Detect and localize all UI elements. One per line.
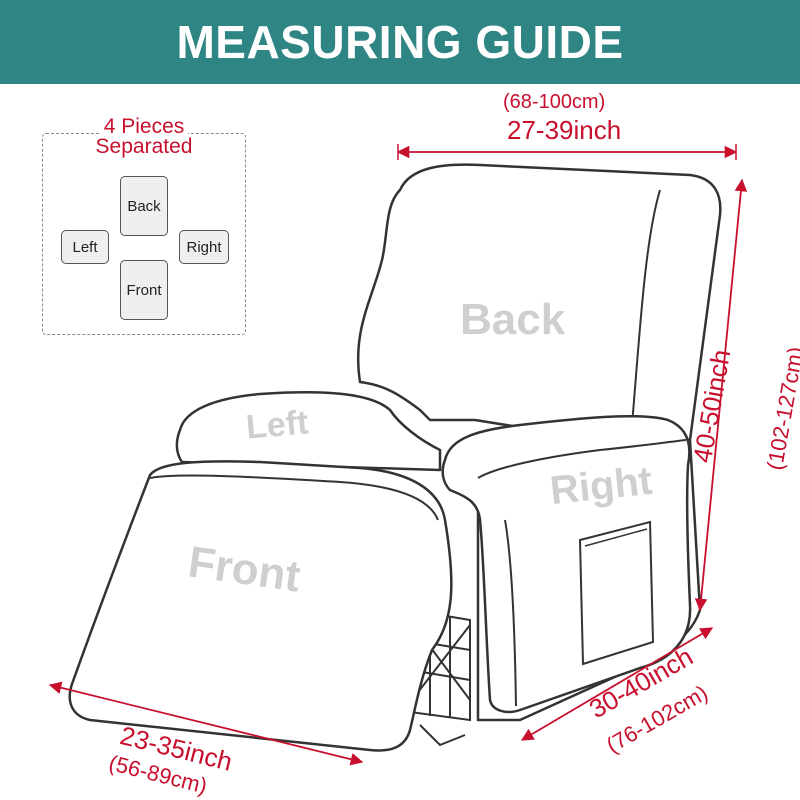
side-pocket (578, 520, 655, 666)
chair-right-arm-front-seam (504, 519, 517, 707)
legend-title-line1: 4 Pieces (99, 115, 189, 138)
chair-label-right: Right (547, 458, 655, 514)
chair-back-seam (631, 189, 661, 426)
header-banner: MEASURING GUIDE (0, 0, 800, 84)
chair-front-footrest-seam (149, 474, 439, 521)
legend-title-line2: Separated (95, 135, 193, 158)
chair-right-arm-seam (477, 439, 687, 479)
legend-piece-left: Left (61, 230, 109, 264)
legend-piece-front: Front (120, 260, 168, 320)
chair-label-back: Back (460, 295, 566, 344)
width-inch-label: 27-39inch (507, 115, 622, 145)
chair-back-outline (356, 163, 722, 442)
width-cm-label: (68-100cm) (503, 91, 606, 113)
legend-piece-back: Back (120, 176, 168, 236)
chair-label-left: Left (244, 403, 310, 447)
page-title: MEASURING GUIDE (176, 16, 624, 68)
chair-front-footrest-outline (68, 460, 453, 752)
height-arrow (694, 178, 748, 612)
legend-piece-right: Right (179, 230, 229, 264)
depth-arrow (520, 627, 714, 741)
chair-left-arm-outline (175, 391, 442, 472)
front-width-arrow (48, 681, 364, 766)
pieces-legend: 4 Pieces Separated Back Left Right Front (42, 115, 246, 335)
